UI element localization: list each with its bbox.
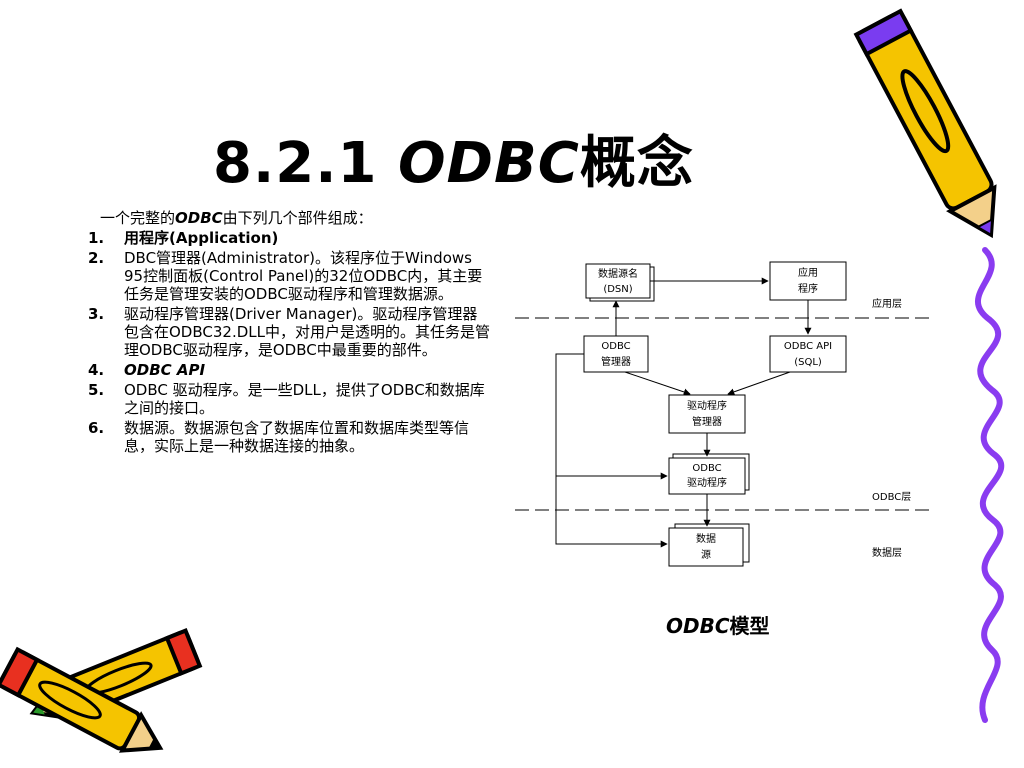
application-sub-label: 程序 — [798, 282, 818, 295]
page-title: 8.2.1 ODBC概念 — [213, 118, 694, 199]
intro-odbc: ODBC — [175, 209, 223, 227]
layer-label-app: 应用层 — [872, 297, 902, 310]
driver-label: ODBC — [692, 463, 721, 474]
intro-post: 由下列几个部件组成： — [222, 209, 373, 227]
item-number: 5. — [88, 381, 105, 399]
api-sub-label: (SQL) — [794, 357, 822, 368]
application-label: 应用 — [798, 266, 818, 279]
list-item: 5. ODBC 驱动程序。是一些DLL，提供了ODBC和数据库之间的接口。 — [88, 381, 490, 417]
caption-odbc: ODBC — [666, 614, 730, 638]
odbc-driver-box: ODBC 驱动程序 — [668, 453, 750, 495]
list-item: 2. DBC管理器(Administrator)。该程序位于Windows 95控… — [88, 249, 490, 303]
caption-text: 模型 — [729, 614, 770, 638]
api-label: ODBC API — [784, 341, 832, 352]
driver-manager-label: 驱动程序 — [687, 399, 727, 412]
item-number: 6. — [88, 419, 105, 437]
item-text: 驱动程序管理器(Driver Manager)。驱动程序管理器包含在ODBC32… — [124, 305, 490, 359]
pencil-icon — [0, 646, 164, 753]
connector-arrow — [727, 371, 791, 396]
connector-arrow — [555, 476, 668, 548]
item-text: ODBC API — [124, 361, 206, 379]
squiggle-icon — [974, 247, 1005, 723]
admin-label: ODBC — [601, 341, 630, 352]
connector-arrow — [555, 353, 668, 480]
item-text: DBC管理器(Administrator)。该程序位于Windows 95控制面… — [124, 249, 483, 303]
intro-text: 一个完整的ODBC由下列几个部件组成： — [100, 207, 373, 228]
data-source-box: 数据 源 — [668, 523, 750, 567]
item-text: ODBC 驱动程序。是一些DLL，提供了ODBC和数据库之间的接口。 — [124, 381, 485, 417]
driver-manager-sub-label: 管理器 — [692, 415, 722, 428]
title-odbc: ODBC — [397, 131, 580, 196]
item-text: 数据源。数据源包含了数据库位置和数据库类型等信息，实际上是一种数据连接的抽象。 — [124, 419, 470, 455]
connector-arrow — [624, 371, 691, 396]
list-item: 4. ODBC API — [88, 361, 490, 379]
title-text: 概念 — [579, 131, 694, 196]
data-source-sub-label: 源 — [701, 548, 711, 561]
intro-pre: 一个完整的 — [100, 209, 176, 227]
odbc-admin-box: ODBC 管理器 — [583, 335, 649, 373]
dsn-box: 数据源名 (DSN) — [585, 263, 655, 302]
odbc-api-box: ODBC API (SQL) — [769, 335, 847, 373]
driver-sub-label: 驱动程序 — [687, 476, 727, 489]
data-source-label: 数据 — [696, 532, 716, 545]
layer-label-data: 数据层 — [872, 546, 902, 559]
application-box: 应用 程序 — [769, 261, 847, 301]
admin-sub-label: 管理器 — [601, 355, 631, 368]
pencil-icon — [853, 8, 997, 239]
dsn-sub-label: (DSN) — [603, 284, 632, 295]
title-number: 8.2.1 — [213, 131, 398, 196]
item-number: 2. — [88, 249, 105, 267]
item-number: 1. — [88, 229, 105, 247]
list-item: 6. 数据源。数据源包含了数据库位置和数据库类型等信息，实际上是一种数据连接的抽象… — [88, 419, 490, 455]
item-text: 用程序(Application) — [124, 229, 279, 247]
list-item: 3. 驱动程序管理器(Driver Manager)。驱动程序管理器包含在ODBC… — [88, 305, 490, 359]
item-number: 4. — [88, 361, 105, 379]
diagram-caption: ODBC模型 — [666, 610, 770, 639]
parts-list: 1. 用程序(Application) 2. DBC管理器(Administrato… — [88, 229, 490, 457]
dsn-label: 数据源名 — [598, 267, 638, 280]
driver-manager-box: 驱动程序 管理器 — [668, 394, 746, 434]
item-number: 3. — [88, 305, 105, 323]
layer-label-odbc: ODBC层 — [872, 491, 911, 503]
list-item: 1. 用程序(Application) — [88, 229, 490, 247]
